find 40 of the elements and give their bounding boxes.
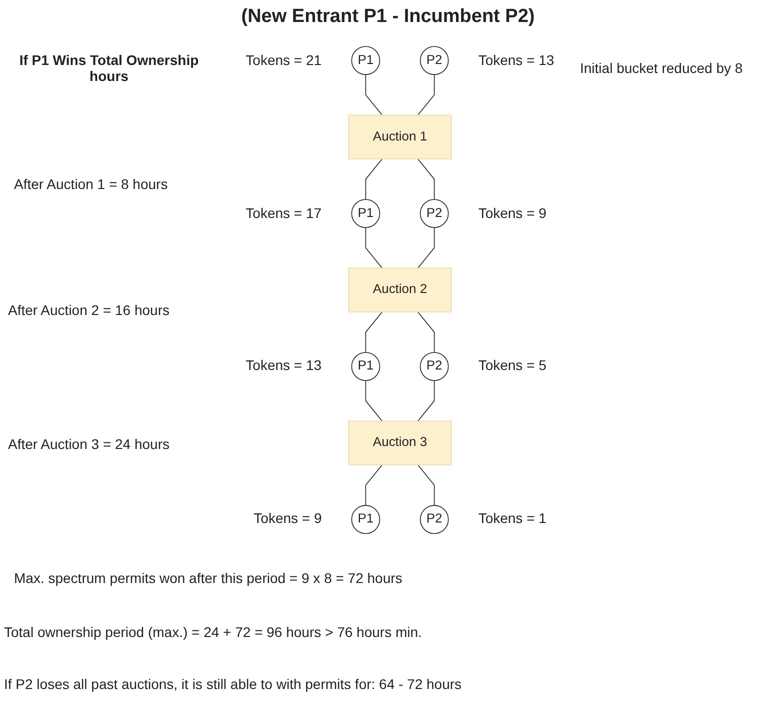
node-box: Auction 3 xyxy=(348,420,452,466)
diagram-title: (New Entrant P1 - Incumbent P2) xyxy=(240,6,536,28)
node-circle: P2 xyxy=(420,199,449,228)
node-circle: P2 xyxy=(420,505,449,534)
token-count: Tokens = 13 xyxy=(246,357,322,374)
node-circle: P1 xyxy=(351,505,380,534)
token-count: Tokens = 1 xyxy=(478,510,546,526)
note-text: Total ownership period (max.) = 24 + 72 = 96 hours > 76 hours min. xyxy=(4,624,423,640)
note-text: Max. spectrum permits won after this period = 9 x 8 = 72 hours xyxy=(14,570,404,586)
connector xyxy=(417,227,435,268)
connector xyxy=(365,158,383,200)
connector xyxy=(365,312,383,353)
connector xyxy=(417,312,435,353)
note-text: After Auction 3 = 24 hours xyxy=(8,436,170,452)
token-count: Tokens = 17 xyxy=(246,204,322,220)
connector xyxy=(417,158,435,200)
note-text: After Auction 2 = 16 hours xyxy=(8,302,170,318)
node-circle: P2 xyxy=(420,352,449,381)
node-box: Auction 2 xyxy=(348,268,452,312)
note-text: After Auction 1 = 8 hours xyxy=(14,176,169,192)
column-heading: If P1 Wins Total Ownership hours xyxy=(18,52,200,84)
note-text: Initial bucket reduced by 8 xyxy=(580,60,744,76)
connector xyxy=(365,380,383,422)
token-count: Tokens = 13 xyxy=(478,52,554,68)
node-box: Auction 1 xyxy=(348,114,452,160)
connector xyxy=(417,464,435,506)
token-count: Tokens = 5 xyxy=(478,357,546,374)
connector xyxy=(365,227,383,268)
token-count: Tokens = 9 xyxy=(254,510,322,526)
token-count: Tokens = 21 xyxy=(246,52,322,68)
connector xyxy=(417,74,435,116)
node-circle: P2 xyxy=(420,46,449,75)
connector xyxy=(365,464,383,506)
node-circle: P1 xyxy=(351,46,380,75)
connector xyxy=(365,74,383,116)
connector xyxy=(417,380,435,422)
node-circle: P1 xyxy=(351,199,380,228)
note-text: If P2 loses all past auctions, it is still able to with permits for: 64 - 72 hours xyxy=(4,676,463,692)
node-circle: P1 xyxy=(351,352,380,381)
token-count: Tokens = 9 xyxy=(478,204,546,220)
